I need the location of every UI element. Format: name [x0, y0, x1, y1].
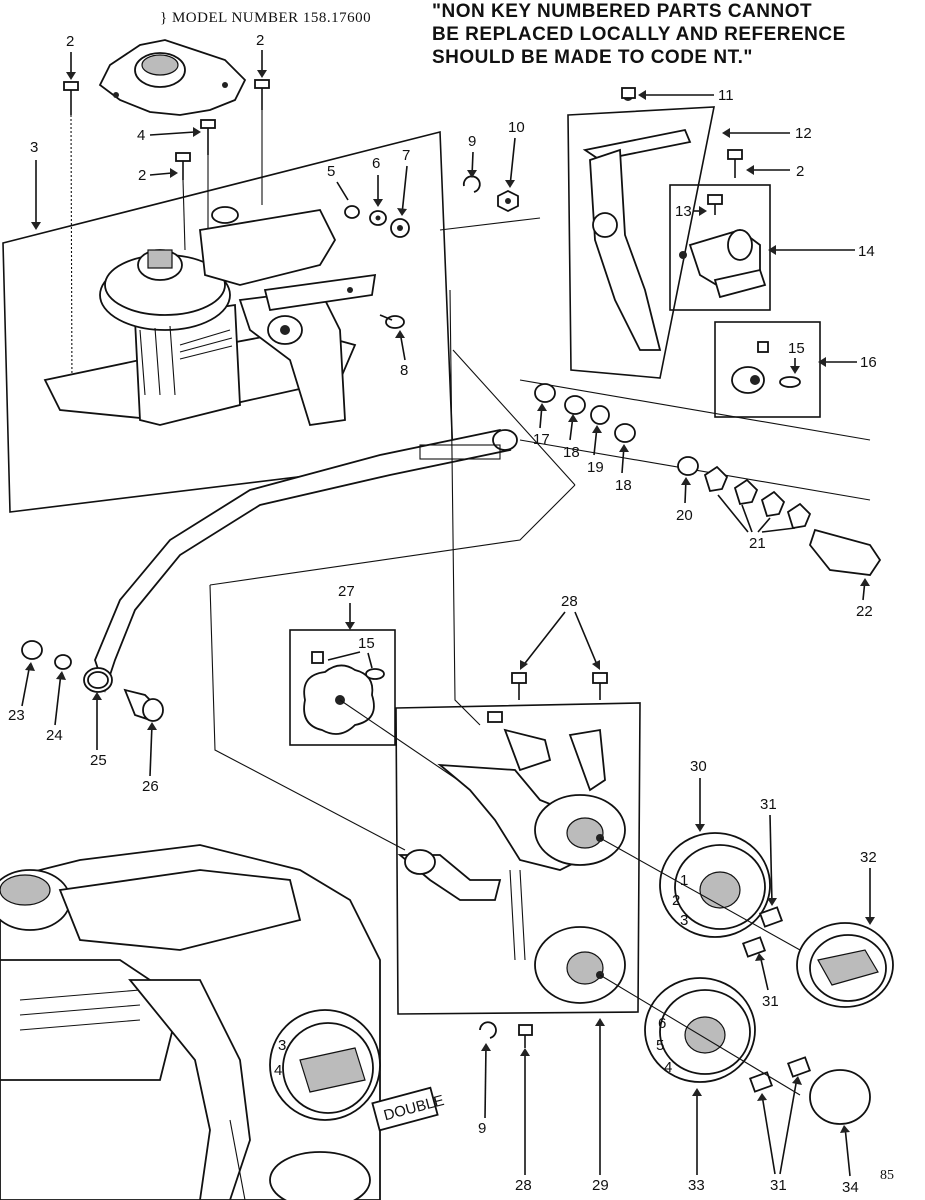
clip-nut-set [462, 175, 519, 213]
callout-21: 21 [749, 535, 766, 552]
dial-number: 4 [274, 1062, 282, 1079]
assembly-box-27 [289, 629, 396, 746]
callout-18: 18 [563, 444, 580, 461]
zigzag-mechanism [43, 206, 377, 426]
screw-icon [511, 672, 527, 700]
callout-12: 12 [795, 125, 812, 142]
clip-icon [479, 1021, 497, 1039]
assembled-inset: 3 4 DOUBLE [0, 844, 446, 1200]
setscrew-icon [741, 906, 812, 1093]
callout-29: 29 [592, 1177, 609, 1194]
dial-number: 2 [672, 892, 680, 909]
callout-2: 2 [796, 163, 804, 180]
callout-11: 11 [718, 87, 734, 104]
cap-34 [809, 1069, 871, 1125]
callout-5: 5 [327, 163, 335, 180]
cam-plate-top [98, 39, 247, 116]
callout-2: 2 [256, 32, 264, 49]
callout-10: 10 [508, 119, 525, 136]
screw-icon [727, 149, 743, 178]
assembly-box-12 [567, 87, 715, 379]
dial-number: 3 [278, 1037, 286, 1054]
callout-28: 28 [561, 593, 578, 610]
dial-30: 1 2 3 [659, 832, 771, 938]
model-number: } MODEL NUMBER 158.17600 [160, 10, 372, 26]
dial-number: 6 [658, 1015, 666, 1032]
notice-line: SHOULD BE MADE TO CODE NT." [432, 47, 753, 68]
callout-22: 22 [856, 603, 873, 620]
callout-32: 32 [860, 849, 877, 866]
knob-32 [796, 922, 894, 1008]
screw-icon [254, 79, 270, 205]
assembly-box-14 [669, 184, 771, 311]
dial-number: 4 [664, 1059, 672, 1076]
callout-4: 4 [137, 127, 145, 144]
callout-15: 15 [358, 635, 375, 652]
notice-line: BE REPLACED LOCALLY AND REFERENCE [432, 24, 846, 45]
callout-18: 18 [615, 477, 632, 494]
callout-6: 6 [372, 155, 380, 172]
callout-2: 2 [138, 167, 146, 184]
callout-25: 25 [90, 752, 107, 769]
callout-9: 9 [468, 133, 476, 150]
screw-icon [592, 672, 608, 700]
callout-26: 26 [142, 778, 159, 795]
screw-icon [175, 152, 191, 251]
callout-30: 30 [690, 758, 707, 775]
screw-icon [379, 314, 405, 329]
shaft-lines [599, 837, 801, 1096]
assembly-box-29 [395, 702, 641, 1015]
notice-text: "NON KEY NUMBERED PARTS CANNOT BE REPLAC… [432, 0, 902, 69]
callout-8: 8 [400, 362, 408, 379]
callout-33: 33 [688, 1177, 705, 1194]
dial-number: 1 [680, 872, 688, 889]
callout-labels: 2 2 3 4 2 5 6 7 8 9 10 11 12 2 [8, 32, 877, 1196]
callout-14: 14 [858, 243, 875, 260]
callout-13: 13 [675, 203, 692, 220]
screw-icon [518, 1024, 533, 1048]
nut-washer-set [344, 205, 410, 238]
notice-line: "NON KEY NUMBERED PARTS CANNOT [432, 1, 813, 22]
callout-19: 19 [587, 459, 604, 476]
callout-20: 20 [676, 507, 693, 524]
callout-24: 24 [46, 727, 63, 744]
callout-16: 16 [860, 354, 877, 371]
page-id: 85 [880, 1168, 894, 1183]
dial-number: 3 [680, 912, 688, 929]
callout-9: 9 [478, 1120, 486, 1137]
screw-icon [63, 81, 79, 396]
callout-31: 31 [770, 1177, 787, 1194]
callout-7: 7 [402, 147, 410, 164]
callout-2: 2 [66, 33, 74, 50]
callout-34: 34 [842, 1179, 859, 1196]
callout-17: 17 [533, 431, 550, 448]
small-parts-left [21, 640, 164, 722]
callout-23: 23 [8, 707, 25, 724]
washer-row [519, 379, 882, 576]
callout-27: 27 [338, 583, 355, 600]
callout-15: 15 [788, 340, 805, 357]
assembly-box-16 [714, 321, 821, 418]
dial-33: 6 5 4 [644, 977, 756, 1083]
dial-number: 5 [656, 1037, 664, 1054]
callout-31: 31 [762, 993, 779, 1010]
callout-28: 28 [515, 1177, 532, 1194]
callout-3: 3 [30, 139, 38, 156]
callout-31: 31 [760, 796, 777, 813]
